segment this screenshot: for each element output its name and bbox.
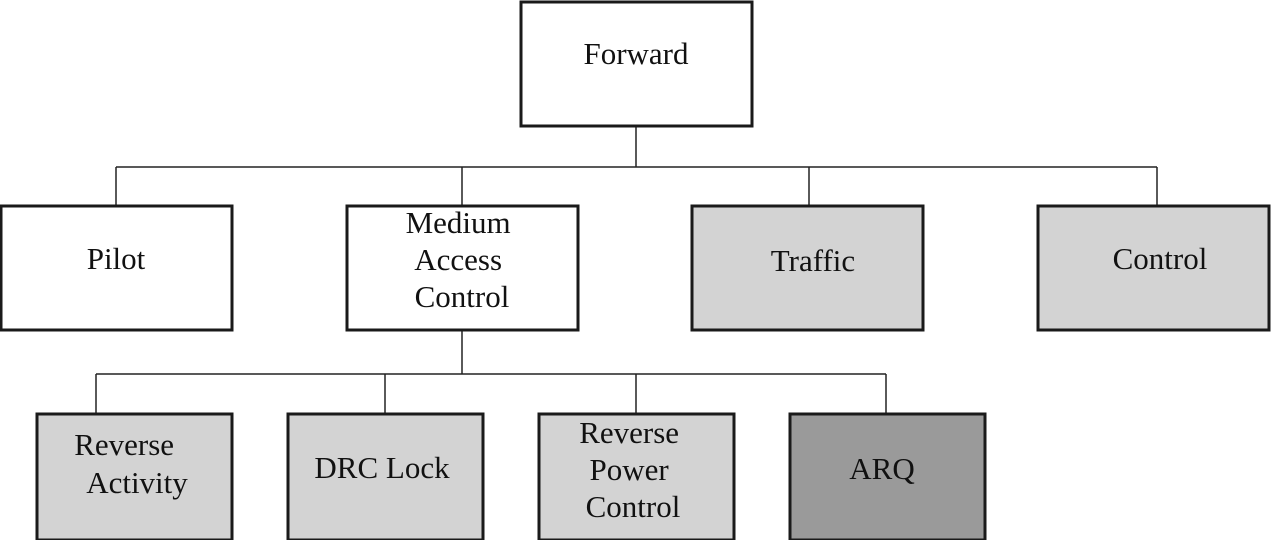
connectors-level-1 xyxy=(115,126,1158,206)
node-pilot-label: Pilot xyxy=(87,241,146,276)
node-drc-lock: DRC Lock xyxy=(286,412,485,540)
node-drc-lock-label: DRC Lock xyxy=(314,450,450,485)
node-reverse-activity: Reverse Activity xyxy=(35,412,234,540)
node-pilot-box xyxy=(0,204,234,332)
node-mac-line-2: Access xyxy=(414,242,502,277)
node-traffic: Traffic xyxy=(690,204,925,332)
node-drc-lock-line-1: DRC Lock xyxy=(314,450,450,485)
node-mac-box xyxy=(345,204,580,332)
node-control: Control xyxy=(1036,204,1271,332)
node-traffic-line-1: Traffic xyxy=(771,243,855,278)
node-reverse-activity-line-1: Reverse xyxy=(74,427,174,462)
node-arq-label: ARQ xyxy=(849,451,914,486)
node-reverse-power-control: Reverse Power Control xyxy=(537,412,736,540)
node-traffic-label: Traffic xyxy=(771,243,855,278)
connectors-level-2 xyxy=(95,330,887,414)
node-forward: Forward xyxy=(519,0,754,128)
node-mac-label: Medium Access Control xyxy=(406,205,519,314)
node-reverse-activity-label: Reverse Activity xyxy=(74,427,188,500)
node-control-label: Control xyxy=(1113,241,1208,276)
node-pilot: Pilot xyxy=(0,204,234,332)
node-drc-lock-box xyxy=(286,412,485,540)
node-control-line-1: Control xyxy=(1113,241,1208,276)
node-traffic-box xyxy=(690,204,925,332)
node-reverse-power-control-label: Reverse Power Control xyxy=(579,415,687,524)
node-forward-box xyxy=(519,0,754,128)
node-medium-access-control: Medium Access Control xyxy=(345,204,580,332)
node-mac-line-3: Control xyxy=(415,279,510,314)
node-arq-box xyxy=(788,412,987,540)
node-reverse-activity-box xyxy=(35,412,234,540)
node-control-box xyxy=(1036,204,1271,332)
node-forward-label: Forward xyxy=(583,36,689,71)
node-arq-line-1: ARQ xyxy=(849,451,914,486)
node-reverse-power-control-line-3: Control xyxy=(586,489,681,524)
node-forward-line-1: Forward xyxy=(583,36,689,71)
node-pilot-line-1: Pilot xyxy=(87,241,146,276)
node-reverse-power-control-box xyxy=(537,412,736,540)
node-arq: ARQ xyxy=(788,412,987,540)
node-mac-line-1: Medium xyxy=(406,205,511,240)
node-reverse-power-control-line-1: Reverse xyxy=(579,415,679,450)
node-reverse-power-control-line-2: Power xyxy=(590,452,670,487)
node-reverse-activity-line-2: Activity xyxy=(86,465,188,500)
